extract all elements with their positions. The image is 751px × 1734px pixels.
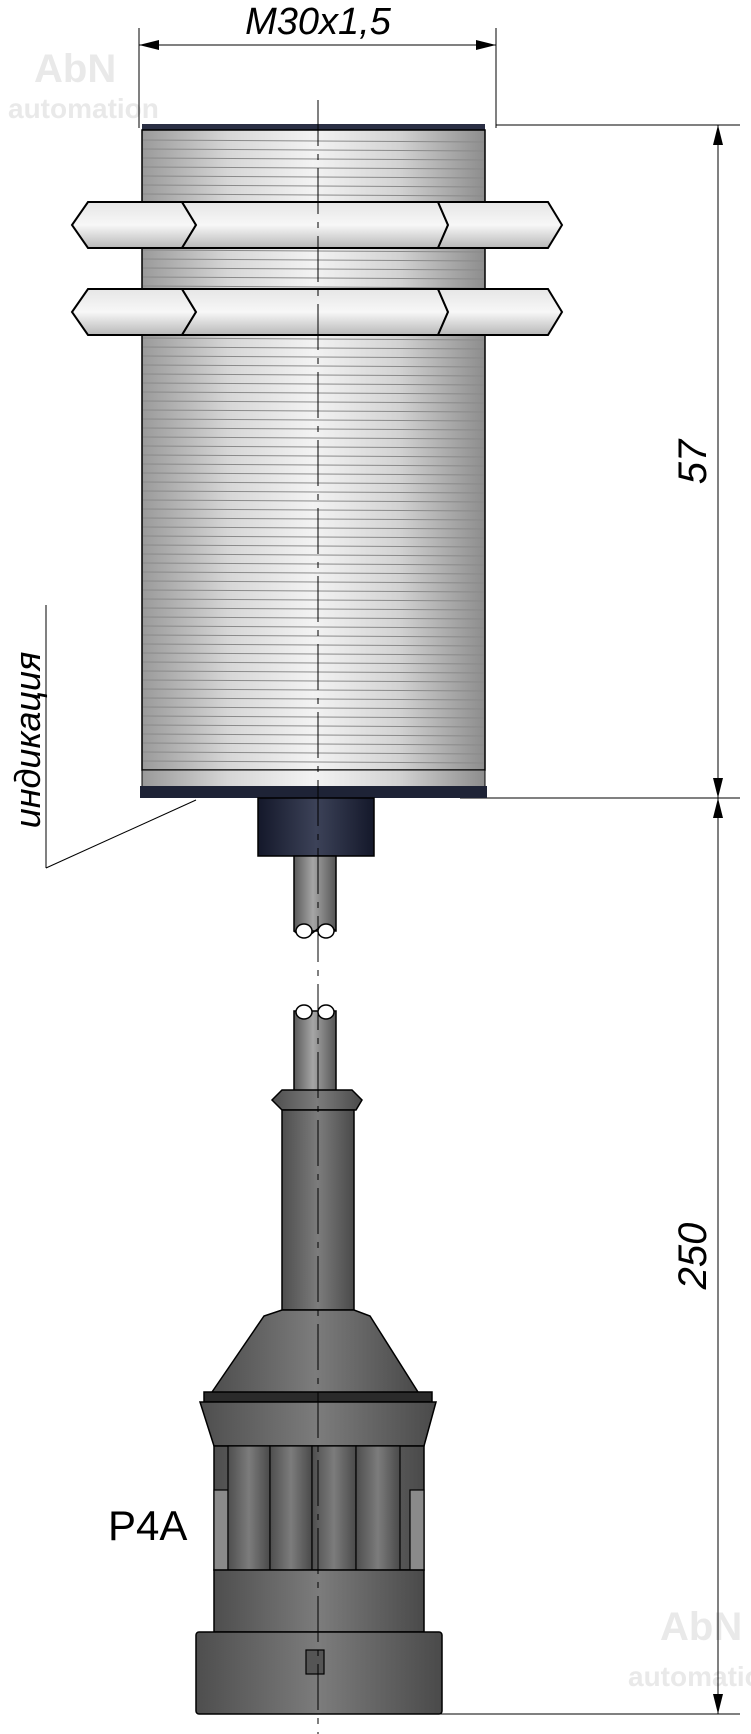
length-dimensions: 57 250: [400, 124, 740, 1715]
thread-line: [142, 139, 485, 143]
thread-line: [142, 418, 485, 422]
thread-line: [142, 258, 485, 262]
thread-line: [142, 373, 485, 377]
watermark-top: AbN automation: [8, 47, 159, 124]
thread-line: [142, 688, 485, 692]
indication-callout: индикация: [7, 605, 197, 869]
cable-length-label: 250: [671, 1223, 715, 1291]
thread-line: [142, 580, 485, 584]
thread-line: [142, 276, 485, 280]
lock-nut-1: [70, 201, 564, 249]
thread-line: [142, 157, 485, 161]
thread-line: [142, 670, 485, 674]
thread-line: [142, 679, 485, 683]
thread-line: [142, 346, 485, 350]
thread-line: [142, 706, 485, 710]
thread-line: [142, 724, 485, 728]
indication-label: индикация: [7, 652, 48, 829]
thread-line: [142, 571, 485, 575]
thread-line: [142, 364, 485, 368]
thread-line: [142, 616, 485, 620]
connector-p4a: P4A: [108, 1089, 443, 1715]
thread-line: [142, 544, 485, 548]
thread-line: [142, 427, 485, 431]
thread-line: [142, 634, 485, 638]
thread-line: [142, 553, 485, 557]
thread-line: [142, 625, 485, 629]
thread-line: [142, 652, 485, 656]
thread-line: [142, 715, 485, 719]
thread-line: [142, 733, 485, 737]
thread-line: [142, 598, 485, 602]
thread-line: [142, 355, 485, 359]
thread-line: [142, 472, 485, 476]
thread-line: [142, 481, 485, 485]
cable-gland: [257, 797, 375, 857]
thread-line: [142, 285, 485, 289]
thread-line: [142, 490, 485, 494]
thread-lines: [142, 139, 485, 764]
thread-line: [142, 409, 485, 413]
thread-line: [142, 760, 485, 764]
thread-line: [142, 436, 485, 440]
thread-line: [142, 661, 485, 665]
lock-nut-2: [70, 288, 564, 336]
thread-line: [142, 643, 485, 647]
thread-dimension: M30x1,5: [138, 1, 497, 128]
watermark-brand: AbN: [34, 47, 116, 91]
thread-line: [142, 526, 485, 530]
thread-line: [142, 445, 485, 449]
watermark-bottom: AbN automation: [628, 1605, 751, 1692]
thread-line: [142, 249, 485, 253]
thread-line: [142, 193, 485, 197]
watermark-sub-2: automation: [628, 1661, 751, 1692]
thread-line: [142, 166, 485, 170]
thread-line: [142, 148, 485, 152]
thread-line: [142, 742, 485, 746]
cable-lower: [293, 1004, 337, 1094]
watermark-brand-2: AbN: [660, 1605, 742, 1649]
thread-line: [142, 391, 485, 395]
thread-line: [142, 607, 485, 611]
thread-line: [142, 184, 485, 188]
connector-label: P4A: [108, 1502, 187, 1549]
thread-line: [142, 499, 485, 503]
thread-line: [142, 400, 485, 404]
thread-line: [142, 463, 485, 467]
thread-line: [142, 267, 485, 271]
thread-line: [142, 562, 485, 566]
cable-upper: [293, 855, 337, 939]
thread-line: [142, 535, 485, 539]
thread-line: [142, 589, 485, 593]
thread-line: [142, 337, 485, 341]
thread-line: [142, 517, 485, 521]
thread-line: [142, 508, 485, 512]
thread-line: [142, 175, 485, 179]
thread-line: [142, 454, 485, 458]
watermark-sub: automation: [8, 93, 159, 124]
thread-line: [142, 697, 485, 701]
body-length-label: 57: [671, 438, 715, 484]
thread-line: [142, 382, 485, 386]
thread-size-label: M30x1,5: [245, 1, 392, 43]
thread-line: [142, 751, 485, 755]
